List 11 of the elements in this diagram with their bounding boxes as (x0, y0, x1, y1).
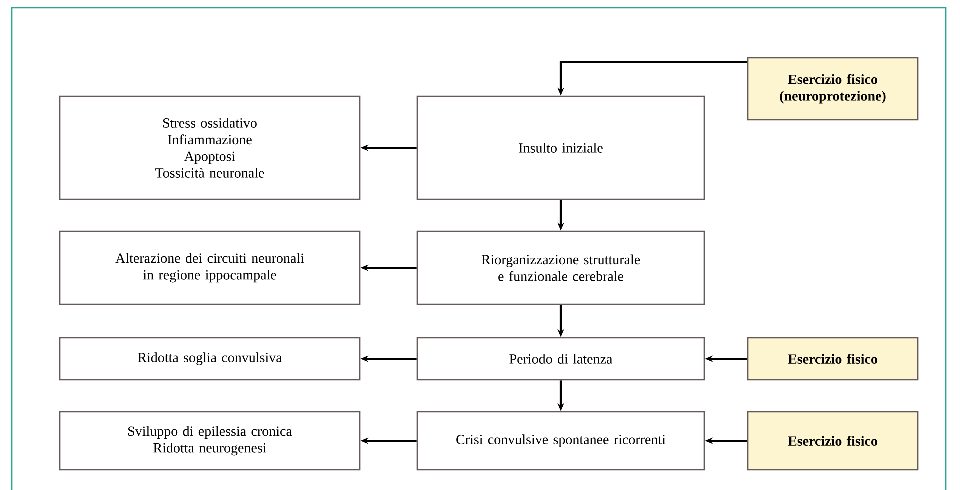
exercise-box: Esercizio fisico (neuroprotezione) (747, 57, 919, 121)
effect-box: Ridotta soglia convulsiva (59, 337, 361, 381)
process-box: Insulto iniziale (416, 96, 706, 200)
effect-box: Alterazione dei circuiti neuronali in regione ippocampale (59, 230, 361, 306)
process-box: Crisi convulsive spontanee ricorrenti (416, 411, 706, 471)
effect-box: Stress ossidativo Infiammazione Apoptosi Tossicità neuronale (59, 96, 361, 200)
exercise-box: Esercizio fisico (747, 411, 919, 471)
effect-box: Sviluppo di epilessia cronica Ridotta neurogenesi (59, 411, 361, 471)
process-box: Riorganizzazione strutturale e funzionale cerebrale (416, 230, 706, 306)
process-box: Periodo di latenza (416, 337, 706, 381)
exercise-box: Esercizio fisico (747, 337, 919, 381)
